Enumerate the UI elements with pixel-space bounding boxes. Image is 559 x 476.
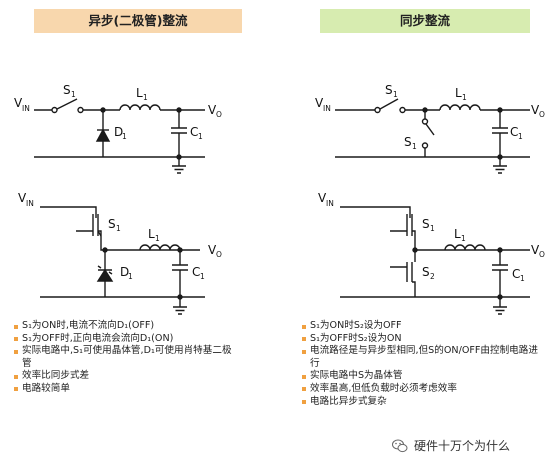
sync-note: 电流路径是与异步型相同,但S的ON/OFF由控制电路进行: [302, 345, 540, 370]
c1-sub-rt: 1: [518, 132, 523, 141]
sync-transistor-circuit: [340, 206, 530, 315]
sync-header: 同步整流: [320, 9, 530, 33]
vo-label-rb: V: [531, 243, 540, 257]
d1-label-lb: D: [120, 265, 129, 279]
c1-label-rt: C: [510, 125, 518, 139]
c1-label-rb: C: [512, 267, 520, 281]
c1-sub-lb: 1: [200, 272, 205, 281]
vin-sub-rt: IN: [323, 104, 331, 113]
s1-label-lt: S: [63, 83, 71, 97]
c1-label-lt: C: [190, 125, 198, 139]
s1-sub-rb: 1: [430, 224, 435, 233]
l1-label-lb: L: [148, 227, 155, 241]
s1-label-rb: S: [422, 217, 430, 231]
vin-sub-lt: IN: [22, 104, 30, 113]
vin-label-rb: V: [318, 191, 327, 205]
vo-sub-rb: O: [539, 250, 545, 259]
s2-sub-rb: 2: [430, 272, 435, 281]
async-switch-circuit: [34, 98, 205, 174]
c1-label-lb: C: [192, 265, 200, 279]
vin-sub-lb: IN: [26, 199, 34, 208]
sync-note: 电路比异步式复杂: [302, 396, 540, 409]
vin-sub-rb: IN: [326, 199, 334, 208]
sync-note: S₁为OFF时S₂设为ON: [302, 333, 540, 346]
sync-switch-circuit: [335, 98, 530, 174]
async-note: 实际电路中,S₁可使用晶体管,D₁可使用肖特基二极管: [14, 345, 240, 370]
s1-sub-lb: 1: [116, 224, 121, 233]
l1-sub-rb: 1: [461, 234, 466, 243]
async-note: 电路较简单: [14, 383, 240, 396]
d1-sub-lt: 1: [122, 132, 127, 141]
sync-note: 效率虽高,但低负载时必须考虑效率: [302, 383, 540, 396]
vo-label-rt: V: [531, 103, 540, 117]
async-note: 效率比同步式差: [14, 370, 240, 383]
watermark-text: 硬件十万个为什么: [414, 439, 511, 453]
s1-label-lb: S: [108, 217, 116, 231]
async-transistor-circuit: [40, 206, 205, 315]
s1-sub-lt: 1: [71, 90, 76, 99]
c1-sub-rb: 1: [520, 274, 525, 283]
l1-sub-lt: 1: [143, 93, 148, 102]
l1-label-rt: L: [455, 86, 462, 100]
s1b-label-rt: S: [404, 135, 412, 149]
vo-label-lt: V: [208, 103, 217, 117]
l1-label-lt: L: [136, 86, 143, 100]
l1-sub-rt: 1: [462, 93, 467, 102]
s1-sub-rt: 1: [393, 90, 398, 99]
sync-notes-list: S₁为ON时S₂设为OFF S₁为OFF时S₂设为ON 电流路径是与异步型相同,…: [302, 320, 540, 408]
l1-sub-lb: 1: [155, 234, 160, 243]
d1-label-lt: D: [114, 125, 123, 139]
vo-sub-lb: O: [216, 250, 222, 259]
l1-label-rb: L: [454, 227, 461, 241]
s1b-sub-rt: 1: [412, 142, 417, 151]
async-note: S₁为ON时,电流不流向D₁(OFF): [14, 320, 240, 333]
async-note: S₁为OFF时,正向电流会流向D₁(ON): [14, 333, 240, 346]
s2-label-rb: S: [422, 265, 430, 279]
async-notes-list: S₁为ON时,电流不流向D₁(OFF) S₁为OFF时,正向电流会流向D₁(ON…: [14, 320, 240, 396]
vo-sub-lt: O: [216, 110, 222, 119]
watermark: 硬件十万个为什么: [392, 436, 511, 456]
vin-label-lb: V: [18, 191, 27, 205]
c1-sub-lt: 1: [198, 132, 203, 141]
async-header: 异步(二极管)整流: [34, 9, 242, 33]
d1-sub-lb: 1: [128, 272, 133, 281]
vin-label-rt: V: [315, 96, 324, 110]
sync-note: 实际电路中S为晶体管: [302, 370, 540, 383]
wechat-icon: [392, 439, 408, 453]
s1-label-rt: S: [385, 83, 393, 97]
sync-note: S₁为ON时S₂设为OFF: [302, 320, 540, 333]
vin-label-lt: V: [14, 96, 23, 110]
vo-sub-rt: O: [539, 110, 545, 119]
vo-label-lb: V: [208, 243, 217, 257]
